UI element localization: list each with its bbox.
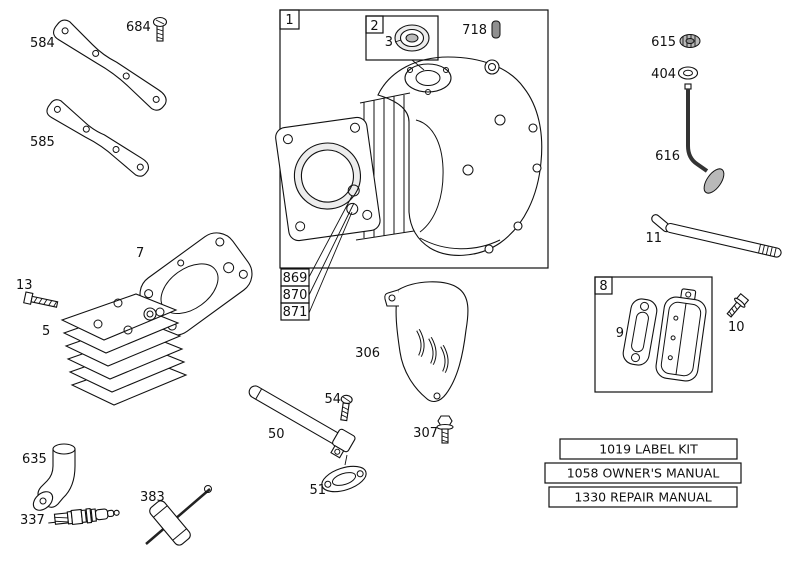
cylinder-head-5	[60, 293, 188, 406]
box-1-label: 1	[285, 13, 293, 28]
part-11-label: 11	[645, 231, 662, 246]
repair-manual-box: 1330 REPAIR MANUAL	[548, 486, 738, 508]
part-616-label: 616	[655, 149, 680, 164]
part-50-label: 50	[268, 427, 285, 442]
tool-383	[145, 485, 212, 546]
part-13-label: 13	[16, 278, 33, 293]
part-584-label: 584	[30, 36, 55, 51]
bolt-13	[23, 291, 59, 308]
label-kit-box: 1019 LABEL KIT	[559, 438, 738, 460]
part-337-label: 337	[20, 513, 45, 528]
seal-box-2: 2	[365, 15, 439, 71]
part-718-label: 718	[462, 23, 487, 38]
label-kit-text: 1019 LABEL KIT	[599, 442, 698, 457]
part-7-label: 7	[136, 246, 144, 261]
bolt-10	[726, 292, 750, 318]
part-585-label: 585	[30, 135, 55, 150]
callout-869-870-871: 869 870 871	[280, 195, 355, 321]
part-869-label: 869	[283, 271, 308, 286]
part-307-label: 307	[413, 426, 438, 441]
breather-elbow-635	[32, 443, 76, 511]
dowel-pin-718	[491, 20, 501, 39]
muffler-box-8: 8	[594, 276, 713, 393]
gasket-51	[321, 465, 367, 493]
part-10-label: 10	[728, 320, 745, 335]
spark-plug-337	[48, 507, 120, 526]
screw-54	[340, 394, 353, 422]
part-615-label: 615	[651, 35, 676, 50]
part-871-label: 871	[283, 305, 308, 320]
box-8-label: 8	[599, 279, 607, 294]
part-9-label: 9	[616, 326, 624, 341]
muffler-body	[655, 288, 707, 382]
heat-shield-306	[384, 281, 469, 403]
dipstick-616	[684, 83, 725, 194]
owners-manual-text: 1058 OWNER'S MANUAL	[567, 466, 720, 481]
oil-tube-11	[651, 214, 782, 258]
part-684-label: 684	[126, 20, 151, 35]
muffler-gasket-9	[622, 298, 658, 366]
gasket-584	[53, 19, 167, 111]
washer-404	[677, 66, 699, 80]
part-306-label: 306	[355, 346, 380, 361]
breather-tube-50	[248, 385, 356, 466]
gasket-585	[46, 99, 150, 177]
part-404-label: 404	[651, 67, 676, 82]
bolt-307	[436, 415, 454, 444]
locknut-615	[679, 34, 701, 48]
repair-manual-text: 1330 REPAIR MANUAL	[574, 490, 711, 505]
part-383-label: 383	[140, 490, 165, 505]
part-870-label: 870	[283, 288, 308, 303]
screw-684	[152, 16, 168, 42]
part-3-label: 3	[385, 35, 393, 50]
part-635-label: 635	[22, 452, 47, 467]
cylinder-block	[275, 56, 543, 256]
part-5-label: 5	[42, 324, 50, 339]
owners-manual-box: 1058 OWNER'S MANUAL	[544, 462, 742, 484]
box-2-label: 2	[370, 19, 378, 34]
part-54-label: 54	[324, 392, 341, 407]
part-51-label: 51	[309, 483, 326, 498]
